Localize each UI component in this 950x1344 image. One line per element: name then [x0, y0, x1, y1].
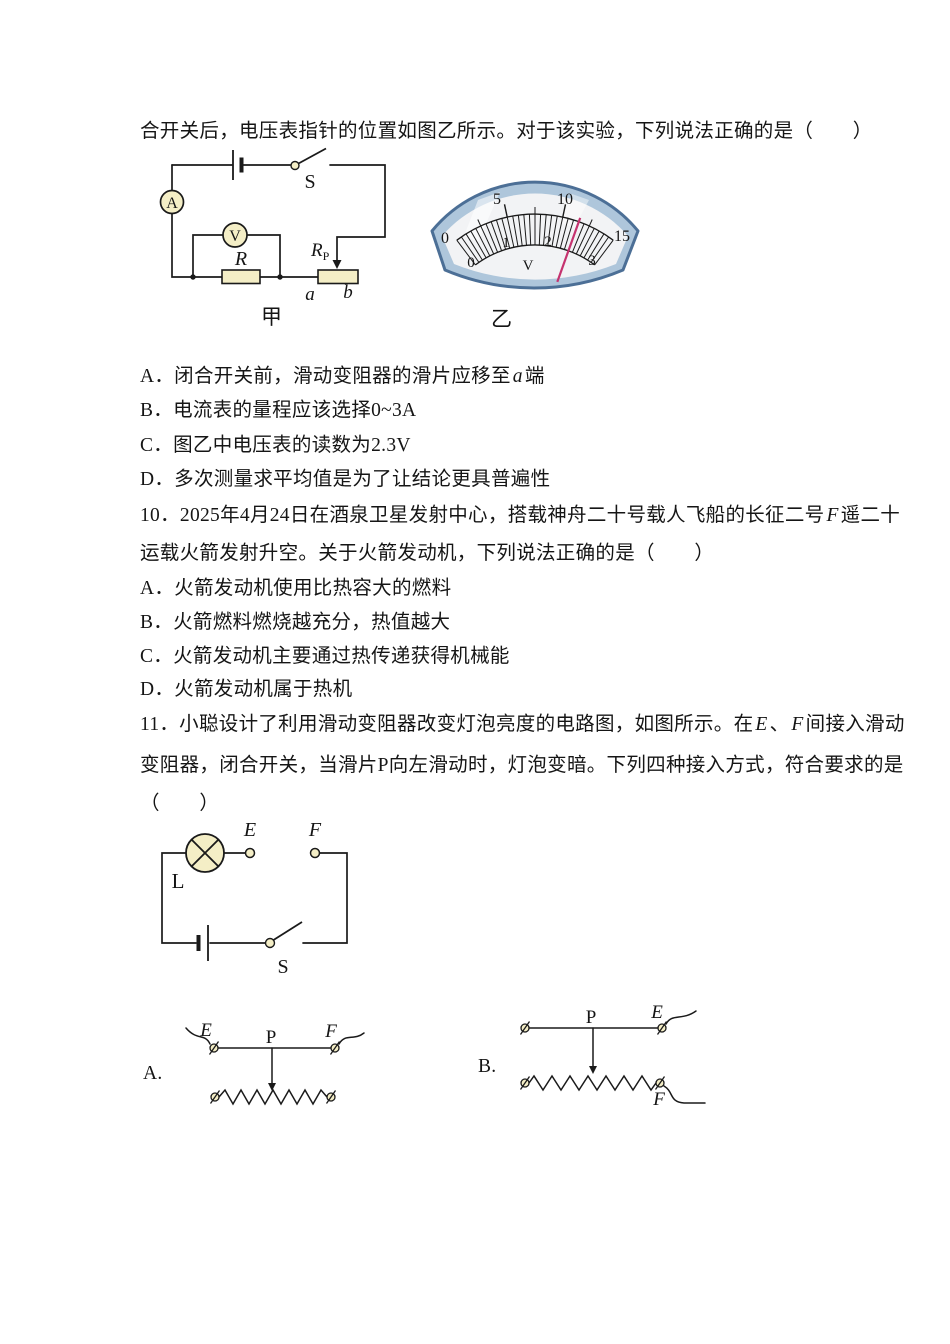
resistor-label: R	[234, 248, 247, 270]
inner-tick-2: 2	[544, 234, 552, 250]
lead-curve-f	[663, 1085, 706, 1104]
q10-option-b: B．火箭燃料燃烧越充分，热值越大	[140, 612, 451, 633]
q10-stem-line-2: 运载火箭发射升空。关于火箭发动机，下列说法正确的是（ ）	[140, 543, 715, 564]
inner-tick-0: 0	[467, 255, 475, 271]
end-a-label: a	[305, 284, 315, 305]
lamp-icon	[185, 833, 225, 873]
terminal-f-label: F	[324, 1021, 337, 1042]
figure-jia-caption: 甲	[261, 305, 282, 329]
outer-tick-15: 15	[614, 228, 630, 245]
dial-unit-label: V	[523, 258, 534, 274]
end-b-label: b	[343, 282, 353, 303]
outer-tick-0: 0	[441, 230, 449, 247]
switch-icon	[264, 921, 303, 949]
q11-option-a-diagram: E F P	[185, 1020, 365, 1106]
inner-tick-3: 3	[588, 253, 596, 269]
terminal-f	[309, 847, 321, 859]
rheostat-zigzag	[218, 1088, 328, 1106]
lead-curve-e	[665, 1010, 697, 1025]
slider-p-label: P	[586, 1007, 597, 1028]
q10-option-a: A．火箭发动机使用比热容大的燃料	[140, 578, 452, 599]
q9-option-c: C．图乙中电压表的读数为2.3V	[140, 435, 411, 456]
slider-arrowhead	[268, 1083, 276, 1091]
terminal-e-label: E	[199, 1020, 212, 1041]
q9-option-b: B．电流表的量程应该选择0~3A	[140, 400, 417, 421]
voltmeter-icon	[222, 222, 248, 248]
voltmeter-label: V	[229, 228, 241, 245]
q11-option-b-label: B.	[478, 1056, 497, 1077]
slider-arrowhead	[589, 1066, 597, 1074]
terminal-e-label: E	[243, 819, 256, 841]
q9-option-d: D．多次测量求平均值是为了让结论更具普遍性	[140, 469, 551, 490]
lead-curve-f	[338, 1032, 365, 1045]
rheostat-label: RP	[310, 240, 330, 263]
q11-option-b-diagram: E F P	[519, 1002, 706, 1110]
circuit-wires	[161, 852, 348, 944]
diagram-wires	[528, 1010, 706, 1104]
battery-icon	[232, 150, 244, 180]
terminals	[519, 1021, 668, 1090]
switch-icon	[290, 147, 327, 171]
q10-option-c: C．火箭发动机主要通过热传递获得机械能	[140, 646, 510, 667]
terminal-e-label: E	[650, 1002, 663, 1023]
ammeter-label: A	[166, 195, 178, 212]
dial-glare	[560, 194, 589, 228]
terminal-e	[244, 847, 256, 859]
ammeter-icon	[159, 189, 185, 215]
q11-option-a-label: A.	[143, 1063, 163, 1084]
q11-stem-line-2: 变阻器，闭合开关，当滑片P向左滑动时，灯泡变暗。下列四种接入方式，符合要求的是	[140, 755, 904, 776]
outer-tick-5: 5	[493, 191, 501, 208]
rheostat-zigzag	[528, 1074, 657, 1092]
slider-p-label: P	[266, 1027, 277, 1048]
lead-curve-e	[185, 1027, 211, 1045]
outer-tick-10: 10	[557, 191, 573, 208]
inner-tick-1: 1	[502, 235, 510, 251]
resistor-icon	[221, 269, 261, 285]
junction-dot	[190, 274, 196, 280]
terminal-f-label: F	[652, 1089, 665, 1110]
rheostat-icon	[317, 269, 359, 285]
diagram-wires	[185, 1027, 365, 1106]
switch-label: S	[304, 171, 315, 193]
lamp-label: L	[172, 869, 185, 893]
terminals	[208, 1041, 341, 1104]
voltmeter-dial-figure: 0 5 10 15 0 1 2 3 V	[430, 180, 640, 290]
slider-arrowhead	[332, 260, 342, 269]
figure-yi-caption: 乙	[491, 307, 512, 331]
battery-icon	[196, 925, 209, 961]
terminal-f-label: F	[308, 819, 322, 841]
switch-label: S	[277, 956, 288, 978]
lamp-circuit-diagram: E F L S	[161, 819, 348, 978]
dial-ticks-and-needle	[456, 204, 614, 283]
circuit-wires	[171, 164, 386, 278]
q9-stem-line: 合开关后，电压表指针的位置如图乙所示。对于该实验，下列说法正确的是（ ）	[140, 121, 873, 142]
q11-stem-line-3: （ ）	[140, 793, 220, 814]
q10-option-d: D．火箭发动机属于热机	[140, 679, 353, 700]
junction-dot	[277, 274, 283, 280]
circuit-diagram-jia: A V R RP S a b	[159, 147, 386, 305]
